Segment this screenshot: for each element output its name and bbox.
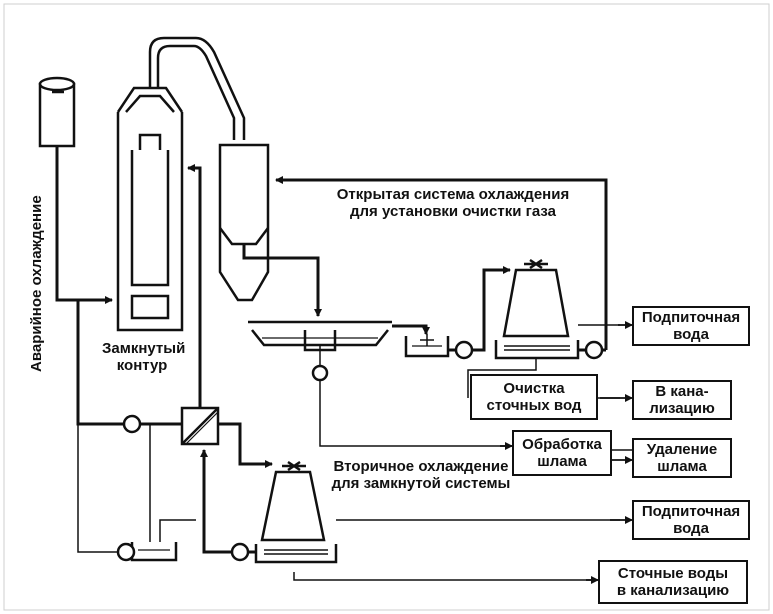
box-wastewater-sewer-line1: Сточные воды [617, 565, 729, 582]
label-open-system-line1: Открытая система охлаждения [336, 186, 570, 203]
gas-duct [148, 36, 246, 140]
box-wastewater-treatment-line1: Очистка [503, 380, 565, 397]
pipes-thin [77, 324, 632, 581]
box-makeup-water-bottom: Подпиточная вода [632, 500, 750, 540]
box-wastewater-treatment-line2: сточных вод [486, 397, 582, 414]
pump-lower-left [116, 542, 136, 562]
label-secondary-cooling: Вторичное охлаждение для замкнутой систе… [316, 458, 526, 492]
box-sludge-treatment-line1: Обработка [522, 436, 602, 453]
pumps [116, 340, 604, 562]
pump-closed-loop [122, 414, 142, 434]
heat-exchanger [180, 406, 220, 446]
page-frame [3, 3, 770, 611]
box-sludge-removal-line2: шлама [657, 458, 707, 475]
cooling-tower-upper [494, 258, 580, 360]
label-emergency-cooling: Аварийное охлаждение [28, 195, 45, 372]
label-closed-loop-line2: контур [116, 357, 168, 374]
box-makeup-water-bottom-line2: вода [673, 520, 709, 537]
box-to-sewer-line2: лизацию [649, 400, 715, 417]
furnace [116, 86, 184, 332]
box-sludge-treatment-line2: шлама [537, 453, 587, 470]
pump-secondary [230, 542, 250, 562]
box-wastewater-sewer: Сточные воды в канализацию [598, 560, 748, 604]
emergency-tank [38, 76, 76, 148]
box-makeup-water-bottom-line1: Подпиточная [641, 503, 741, 520]
gas-cleaning-tower [218, 143, 270, 302]
pump-open-system [454, 340, 474, 360]
box-makeup-water-top-line1: Подпиточная [641, 309, 741, 326]
box-makeup-water-top: Подпиточная вода [632, 306, 750, 346]
pump-sludge [311, 364, 329, 382]
pump-upper-tower [584, 340, 604, 360]
label-secondary-line1: Вторичное охлаждение [333, 458, 509, 475]
box-arrows [500, 321, 633, 584]
lower-left-basin [130, 542, 178, 562]
box-wastewater-treatment: Очистка сточных вод [470, 374, 598, 420]
label-closed-loop: Замкнутый контур [102, 340, 186, 374]
box-sludge-removal: Удаление шлама [632, 438, 732, 478]
label-open-system-line2: для установки очистки газа [350, 203, 556, 220]
label-secondary-line2: для замкнутой системы [331, 475, 511, 492]
box-sludge-removal-line1: Удаление [646, 441, 718, 458]
box-to-sewer-line1: В кана- [655, 383, 709, 400]
box-to-sewer: В кана- лизацию [632, 380, 732, 420]
small-basin [404, 334, 450, 358]
label-closed-loop-line1: Замкнутый [102, 340, 186, 357]
box-sludge-treatment: Обработка шлама [512, 430, 612, 476]
box-makeup-water-top-line2: вода [673, 326, 709, 343]
label-open-system: Открытая система охлаждения для установк… [318, 186, 588, 220]
box-wastewater-sewer-line2: в канализацию [616, 582, 730, 599]
